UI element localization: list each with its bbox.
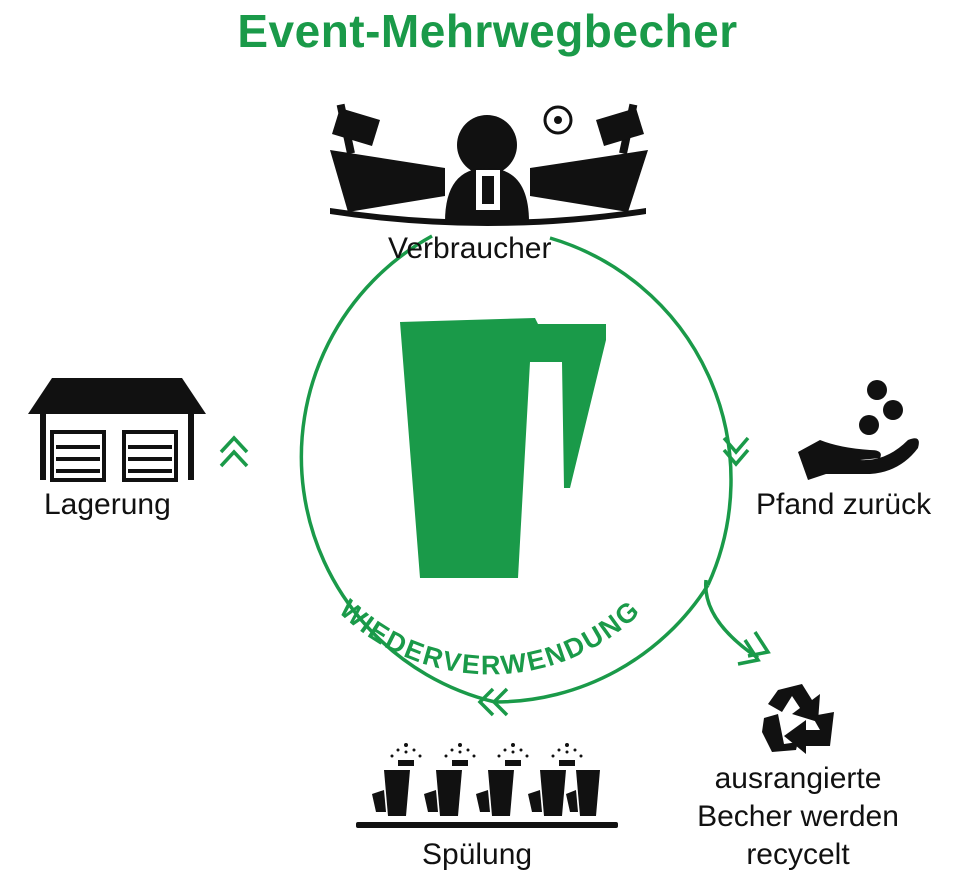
spray-nozzle-icon (444, 743, 476, 766)
station-label-consumer: Verbraucher (388, 232, 552, 265)
recycling-branch-line (704, 579, 759, 660)
spray-nozzle-icon (390, 743, 422, 766)
station-label-deposit: Pfand zurück (756, 488, 932, 521)
cup-washing-icon (356, 743, 618, 828)
cycle-arc-right (549, 236, 733, 586)
arrow-down-right (722, 436, 750, 467)
stadium-person-cup-icon (330, 103, 648, 226)
station-label-recycling: ausrangierte Becher werden recycelt (697, 762, 899, 871)
arrow-left-bottom (477, 687, 509, 717)
arrow-recycling (737, 631, 771, 666)
spray-nozzle-icon (551, 743, 583, 766)
spray-nozzle-icon (497, 743, 529, 766)
station-label-storage: Lagerung (44, 488, 171, 521)
diagram-title: Event-Mehrwegbecher (237, 5, 738, 57)
hand-coins-icon (798, 380, 919, 480)
cycle-arc-left (299, 234, 496, 704)
arrow-up-left (219, 435, 249, 468)
station-label-washing: Spülung (422, 838, 533, 871)
cycle-arc-bottom (494, 584, 710, 704)
reusable-cup-icon (400, 318, 606, 578)
recycle-icon (762, 684, 834, 754)
cycle-label: WIEDERVERWENDUNG (334, 594, 646, 681)
warehouse-icon (28, 378, 206, 482)
